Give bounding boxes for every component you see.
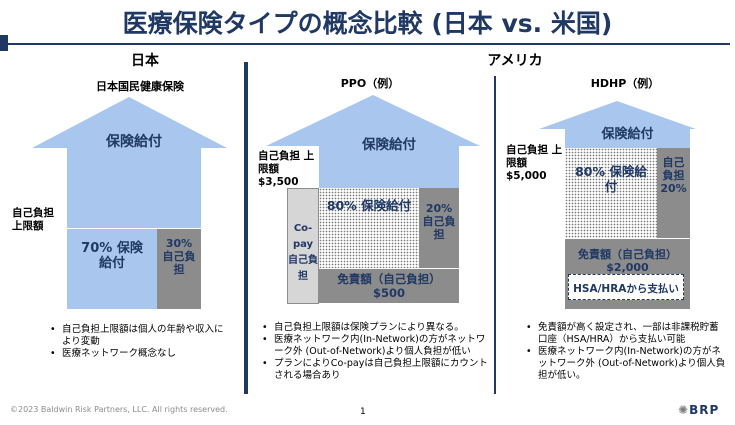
japan-self-box: 30% 自己負担: [157, 228, 201, 309]
section-divider: [244, 62, 248, 394]
japan-subheading: 日本国民健康保険: [96, 80, 184, 93]
ppo-deductible-label: 免責額（自己負担） $500: [337, 272, 441, 300]
japan-insured-box: 70% 保険給付: [67, 228, 157, 309]
title-underline: [8, 43, 730, 45]
hdhp-deductible-label: 免責額（自己負担） $2,000: [578, 248, 677, 274]
hdhp-subheading: HDHP（例）: [590, 77, 660, 90]
bullet-item: 免責額が高く設定され、一部は非課税貯蓄口座（HSA/HRA）から支払い可能: [526, 322, 726, 346]
hdhp-bullets: 免責額が高く設定され、一部は非課税貯蓄口座（HSA/HRA）から支払い可能 医療…: [526, 322, 726, 382]
ppo-self-share: 20% 自己負担: [422, 202, 456, 241]
bullet-item: 医療ネットワーク概念なし: [50, 348, 230, 360]
japan-bullets: 自己負担上限額は個人の年齢や収入により変動 医療ネットワーク概念なし: [50, 324, 230, 360]
ppo-oop-limit-label: 自己負担 上限額 $3,500: [258, 150, 315, 188]
usa-heading: アメリカ: [487, 53, 543, 69]
ppo-copay-label: Co-pay 自己負担: [288, 223, 318, 282]
hdhp-self-box: 自己負担 20%: [657, 148, 690, 238]
bullet-item: 自己負担上限額は保険プランにより異なる。: [262, 322, 488, 334]
japan-benefit-label: 保険給付: [106, 134, 162, 150]
ppo-subheading: PPO（例）: [340, 77, 400, 90]
copyright: ©2023 Baldwin Risk Partners, LLC. All ri…: [10, 405, 228, 414]
bullet-item: 医療ネットワーク内(In-Network)の方がネットワーク外 (Out-of-…: [526, 346, 726, 382]
logo-mark-icon: ✺: [678, 403, 690, 417]
ppo-insured-share: 80% 保険給付: [326, 198, 412, 213]
ppo-self-box: 20% 自己負担: [419, 188, 459, 268]
hdhp-hsa-label: HSA/HRAから支払い: [573, 283, 679, 295]
ppo-benefit-label: 保険給付: [362, 137, 416, 153]
hdhp-self-share: 自己負担 20%: [660, 156, 687, 195]
brp-logo: ✺BRP: [678, 403, 719, 417]
logo-text: BRP: [689, 403, 720, 417]
ppo-bullets: 自己負担上限額は保険プランにより異なる。 医療ネットワーク内(In-Networ…: [262, 322, 488, 382]
ppo-copay-box: Co-pay 自己負担: [287, 188, 319, 304]
plan-divider: [494, 76, 496, 394]
hdhp-hsa-box: HSA/HRAから支払い: [568, 274, 684, 300]
title-accent: [0, 35, 8, 51]
hdhp-insured-share: 80% 保険給付: [575, 164, 647, 194]
bullet-item: 自己負担上限額は個人の年齢や収入により変動: [50, 324, 230, 348]
hdhp-benefit-label: 保険給付: [601, 127, 654, 142]
ppo-insured-box: 80% 保険給付: [319, 188, 419, 268]
japan-self-share: 30% 自己負担: [162, 237, 196, 276]
page-number: 1: [360, 407, 366, 417]
hdhp-oop-limit-label: 自己負担 上限額 $5,000: [506, 144, 563, 182]
bullet-item: 医療ネットワーク内(In-Network)の方がネットワーク外 (Out-of-…: [262, 334, 488, 358]
ppo-deductible-box: 免責額（自己負担） $500: [319, 268, 459, 303]
japan-oop-limit-label: 自己負担 上限額: [12, 207, 54, 232]
japan-heading: 日本: [131, 53, 159, 69]
japan-insured-share: 70% 保険給付: [81, 241, 143, 271]
hdhp-insured-box: 80% 保険給付: [565, 148, 657, 238]
bullet-item: プランによりCo-payは自己負担上限額にカウントされる場合あり: [262, 358, 488, 382]
slide-title: 医療保険タイプの概念比較 (日本 vs. 米国): [122, 9, 613, 38]
